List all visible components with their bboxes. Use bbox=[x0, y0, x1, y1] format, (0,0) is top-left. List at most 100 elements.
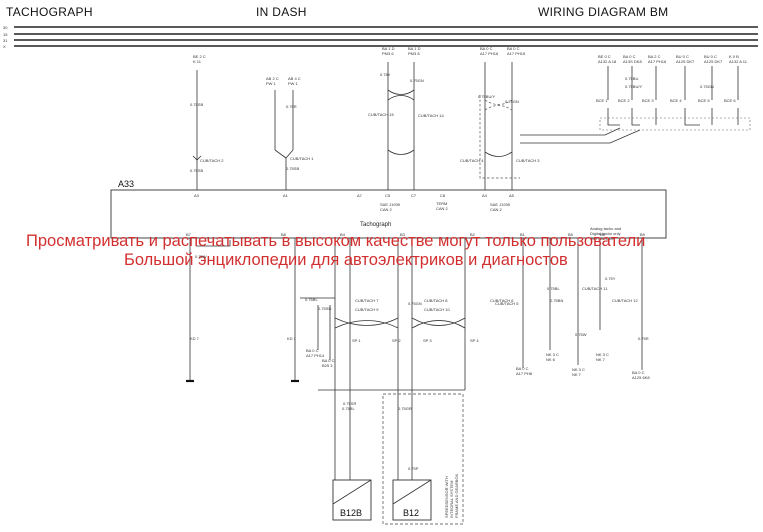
wire-label: 0.75BL bbox=[342, 406, 355, 411]
wire-label: 0.75BL bbox=[547, 286, 560, 291]
pin-label: A4 bbox=[482, 193, 488, 198]
wire-label: 0.75R bbox=[286, 104, 297, 109]
wire-label: 0.75BL bbox=[305, 297, 318, 302]
pin-label: A3 bbox=[194, 193, 200, 198]
pin-label: C7 bbox=[411, 193, 417, 198]
top-wires-left bbox=[192, 62, 520, 190]
pin-label: B1 bbox=[520, 232, 526, 237]
watermark-line-2: Большой энциклопедии для автоэлектриков … bbox=[124, 251, 568, 269]
wire-label: 0.75Y bbox=[380, 72, 391, 77]
sensor-note: SPEEDSENSOR WITHINTEGRAL SYSTEMFRAME AND… bbox=[444, 473, 459, 518]
pin-label: A5 bbox=[509, 193, 515, 198]
header-right: WIRING DIAGRAM BM bbox=[538, 5, 668, 19]
splice-label: SP 3 bbox=[423, 338, 432, 343]
top-wires-right bbox=[520, 66, 751, 144]
bce-label: BCE 6 bbox=[724, 98, 736, 103]
pin-label: B3 bbox=[400, 232, 406, 237]
bce-label: BCE 5 bbox=[698, 98, 710, 103]
splice-label: SP 2 bbox=[392, 338, 401, 343]
connector-label: CUB/TACH 5 bbox=[495, 301, 519, 306]
wire-label: 0.75GN bbox=[408, 301, 422, 306]
wire-label: 0.75GR bbox=[398, 406, 412, 411]
wire-label: 0.75GN bbox=[410, 78, 424, 83]
wire-label: 0.75GN bbox=[700, 84, 714, 89]
rail-label: 30 bbox=[3, 25, 8, 30]
pin-label: A7 bbox=[357, 193, 363, 198]
connector-label: CUB/TACH 6 bbox=[490, 298, 514, 303]
connector-label: CUB/TACH 12 bbox=[612, 298, 638, 303]
tachograph-module bbox=[110, 189, 667, 239]
wire-label: 0.75Y bbox=[605, 276, 616, 281]
connector-label: CUB/TACH 3 bbox=[516, 158, 540, 163]
header-left: TACHOGRAPH bbox=[6, 5, 93, 19]
wire-label: 0.75SD bbox=[318, 306, 331, 311]
module-name: Tachograph bbox=[360, 222, 391, 228]
b12b-label: B12B bbox=[340, 508, 362, 518]
wire-label: 0.75BU/Y bbox=[625, 84, 642, 89]
connector-label: CUB/TACH 10 bbox=[424, 307, 450, 312]
pin-label: B9 bbox=[640, 232, 646, 237]
module-pins: A3 A1 A7 C5 C7 C8 A4 A5 B7 B8 B4 B3 B2 B… bbox=[186, 193, 646, 237]
wire-label: 0.75SB bbox=[190, 168, 203, 173]
module-id: A33 bbox=[118, 179, 134, 189]
pin-label: B2 bbox=[470, 232, 476, 237]
connector-label: CUB/TACH 4 bbox=[460, 158, 484, 163]
wire-label: 0.75BU bbox=[625, 76, 638, 81]
power-rails: 30 15 31 X bbox=[3, 25, 758, 49]
b12-label: B12 bbox=[403, 508, 419, 518]
bottom-wires bbox=[186, 238, 643, 480]
wire-label: 0.75W bbox=[195, 254, 207, 259]
bce-label: BCE 2 bbox=[618, 98, 630, 103]
wire-label: 0.75SB bbox=[190, 102, 203, 107]
connector-label: CUB/TACH 15 bbox=[368, 112, 394, 117]
pin-label: B4 bbox=[340, 232, 346, 237]
wire-label: 0.75SR bbox=[343, 401, 356, 406]
bce-label: BCE 1 bbox=[596, 98, 608, 103]
connector-label: CUB/TACH 1 bbox=[290, 156, 314, 161]
wire-label: 0.75R bbox=[638, 336, 649, 341]
ground-label: KD 7 bbox=[190, 336, 200, 341]
wire-label: 0.75GN bbox=[505, 99, 519, 104]
splice-label: SP 1 bbox=[352, 338, 361, 343]
rail-label: 31 bbox=[3, 38, 8, 43]
watermark-line-1: Просматривать и распечатывать в высоком … bbox=[26, 232, 645, 250]
pin-label: C5 bbox=[385, 193, 391, 198]
connector-label: CUB/TACH 14 bbox=[418, 113, 444, 118]
wire-label: 0.75W bbox=[575, 332, 587, 337]
bce-label: BCE 3 bbox=[642, 98, 654, 103]
wire-label: 0.75SB bbox=[286, 166, 299, 171]
pin-label: B7 bbox=[186, 232, 192, 237]
pin-label: B6 bbox=[600, 232, 606, 237]
connector-label: CUB/TACH 9 bbox=[355, 307, 379, 312]
pin-label: B8 bbox=[281, 232, 287, 237]
connector-label: CUB/TACH 8 bbox=[424, 298, 448, 303]
connector-label: CUB/TACH 7 bbox=[355, 298, 379, 303]
wire-label: 0.75BN bbox=[550, 298, 563, 303]
